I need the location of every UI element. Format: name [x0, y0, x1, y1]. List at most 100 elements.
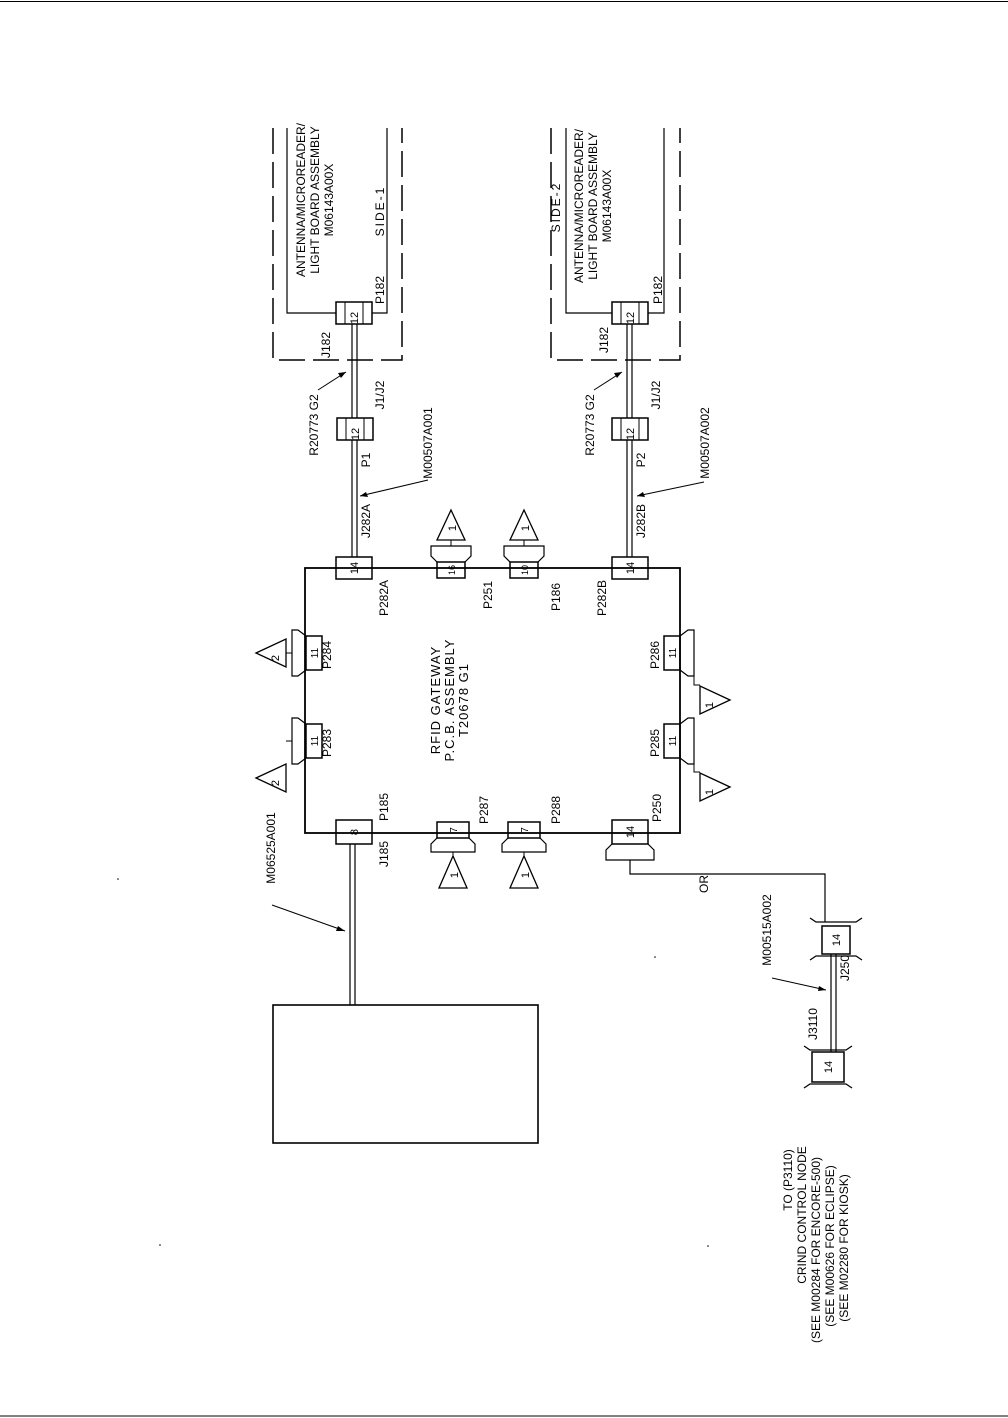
svg-text:1: 1 [520, 525, 532, 531]
cable1-plug-label: P1 [359, 452, 373, 467]
side1-label: SIDE-1 [373, 186, 387, 237]
gateway-part-number: T20678 G1 [456, 663, 471, 737]
cable-crind-part-number: M00515A002 [760, 894, 774, 966]
cable2-part-number: M00507A002 [698, 407, 712, 479]
note-triangle [508, 508, 540, 541]
p186-label: P186 [549, 583, 563, 611]
connector-p286 [663, 635, 681, 671]
connector-p284 [305, 635, 323, 671]
p288-label: P288 [549, 796, 563, 824]
connector-p288 [507, 821, 541, 839]
p282b-pins: 14 [625, 562, 637, 574]
note-triangle [438, 854, 468, 889]
p185-pins: 8 [349, 829, 361, 835]
p282a-pins: 14 [349, 562, 361, 574]
note-triangle [254, 762, 287, 794]
p284-label: P284 [320, 641, 334, 669]
svg-text:2: 2 [270, 655, 282, 661]
connector-p186 [509, 561, 539, 579]
gateway-title-line1: RFID GATEWAY [428, 646, 443, 755]
connector-p287 [436, 821, 470, 839]
p186-pins: 10 [520, 565, 530, 575]
crind-line3: (SEE M00284 FOR ENCORE-500) [809, 1157, 823, 1343]
svg-text:1: 1 [447, 525, 459, 531]
note-triangle [509, 854, 539, 889]
external-module-box [272, 1004, 539, 1144]
cable-crind: OR 14 J250 M00515A002 J3110 14 [629, 860, 863, 1089]
p250-pins: 14 [625, 826, 637, 838]
crind-line4: (SEE M00626 FOR ECLIPSE) [823, 1165, 837, 1326]
cable2-plug-label: P2 [634, 452, 648, 467]
or-label: OR [697, 875, 711, 893]
cable-side1: 12 R20773 G2 J1/J2 P1 M00507A001 J282A [307, 324, 435, 557]
p285-label: P285 [648, 729, 662, 757]
p285-pins: 11 [668, 735, 679, 746]
cable1-reference: R20773 G2 [307, 394, 321, 456]
scan-speck [654, 956, 656, 958]
p286-pins: 11 [668, 647, 679, 658]
cable-left-part-number: M06525A001 [264, 812, 278, 884]
side1-jack-label: J182 [319, 332, 333, 358]
gateway-title-line2: P.C.B. ASSEMBLY [442, 639, 457, 762]
p282b-label: P282B [595, 580, 609, 616]
connector-p185 [335, 819, 373, 845]
side1-part-number: M06143A00X [322, 164, 336, 237]
svg-text:1: 1 [704, 702, 716, 708]
p282a-label: P282A [377, 580, 391, 616]
j250-label: J250 [838, 955, 852, 981]
j3110-pins: 14 [823, 1061, 835, 1073]
side2-label: SIDE-2 [549, 182, 563, 233]
side1-title-line1: ANTENNA/MICROREADER/ [294, 122, 308, 277]
p287-label: P287 [477, 796, 491, 824]
cable1-jack-label: J1/J2 [373, 380, 387, 409]
p250-label: P250 [650, 794, 664, 822]
p288-pins: 7 [520, 827, 531, 833]
p251-label: P251 [481, 581, 495, 609]
p1-pins: 12 [350, 428, 362, 440]
side2-jack-label: J182 [597, 327, 611, 353]
connector-j182-side1 [335, 301, 373, 325]
cable2-end-jack: J282B [634, 504, 648, 538]
p185-label: P185 [377, 793, 391, 821]
p287-pins: 7 [449, 827, 460, 833]
antenna-assembly-side1: 12 ANTENNA/MICROREADER/ LIGHT BOARD ASSE… [272, 122, 403, 361]
cable2-jack-label: J1/J2 [649, 380, 663, 409]
crind-line1: TO (P3110) [781, 1149, 795, 1211]
j250-pins: 14 [831, 934, 843, 946]
connector-p251 [436, 561, 466, 579]
connector-p283 [305, 723, 323, 759]
p284-pins: 11 [310, 647, 321, 658]
j3110-label: J3110 [806, 1008, 820, 1040]
svg-text:1: 1 [704, 789, 716, 795]
p283-label: P283 [320, 729, 334, 757]
connector-p282a [335, 556, 373, 580]
antenna-assembly-side2: 12 SIDE-2 ANTENNA/MICROREADER/ LIGHT BOA… [549, 128, 681, 361]
connector-p285 [663, 723, 681, 759]
side2-title-line1: ANTENNA/MICROREADER/ [572, 128, 586, 283]
cable1-part-number: M00507A001 [421, 407, 435, 479]
crind-line5: (SEE M02280 FOR KIOSK) [837, 1174, 851, 1321]
svg-text:1: 1 [449, 872, 461, 878]
p251-pins: 16 [447, 565, 457, 575]
svg-text:2: 2 [270, 780, 282, 786]
scan-speck [117, 878, 119, 880]
cable1-end-jack: J282A [359, 504, 373, 538]
note-triangle [435, 508, 467, 541]
rfid-gateway-board: RFID GATEWAY P.C.B. ASSEMBLY T20678 G1 1… [254, 508, 732, 889]
connector-p2 [611, 417, 649, 441]
side2-part-number: M06143A00X [600, 170, 614, 243]
note-triangle [699, 771, 732, 803]
note-triangle [699, 684, 732, 716]
p286-label: P286 [648, 641, 662, 669]
svg-text:1: 1 [520, 872, 532, 878]
connector-p282b [611, 556, 649, 580]
crind-line2: CRIND CONTROL NODE [795, 1146, 809, 1284]
scan-speck [159, 1244, 161, 1246]
p2-pins: 12 [625, 428, 637, 440]
j185-label: J185 [377, 841, 391, 867]
connector-p250 [611, 819, 649, 845]
side1-title-line2: LIGHT BOARD ASSEMBLY [308, 126, 322, 274]
side1-plug-label: P182 [373, 276, 387, 304]
cable-side2: 12 R20773 G2 J1/J2 P2 M00507A002 J282B [583, 324, 712, 557]
